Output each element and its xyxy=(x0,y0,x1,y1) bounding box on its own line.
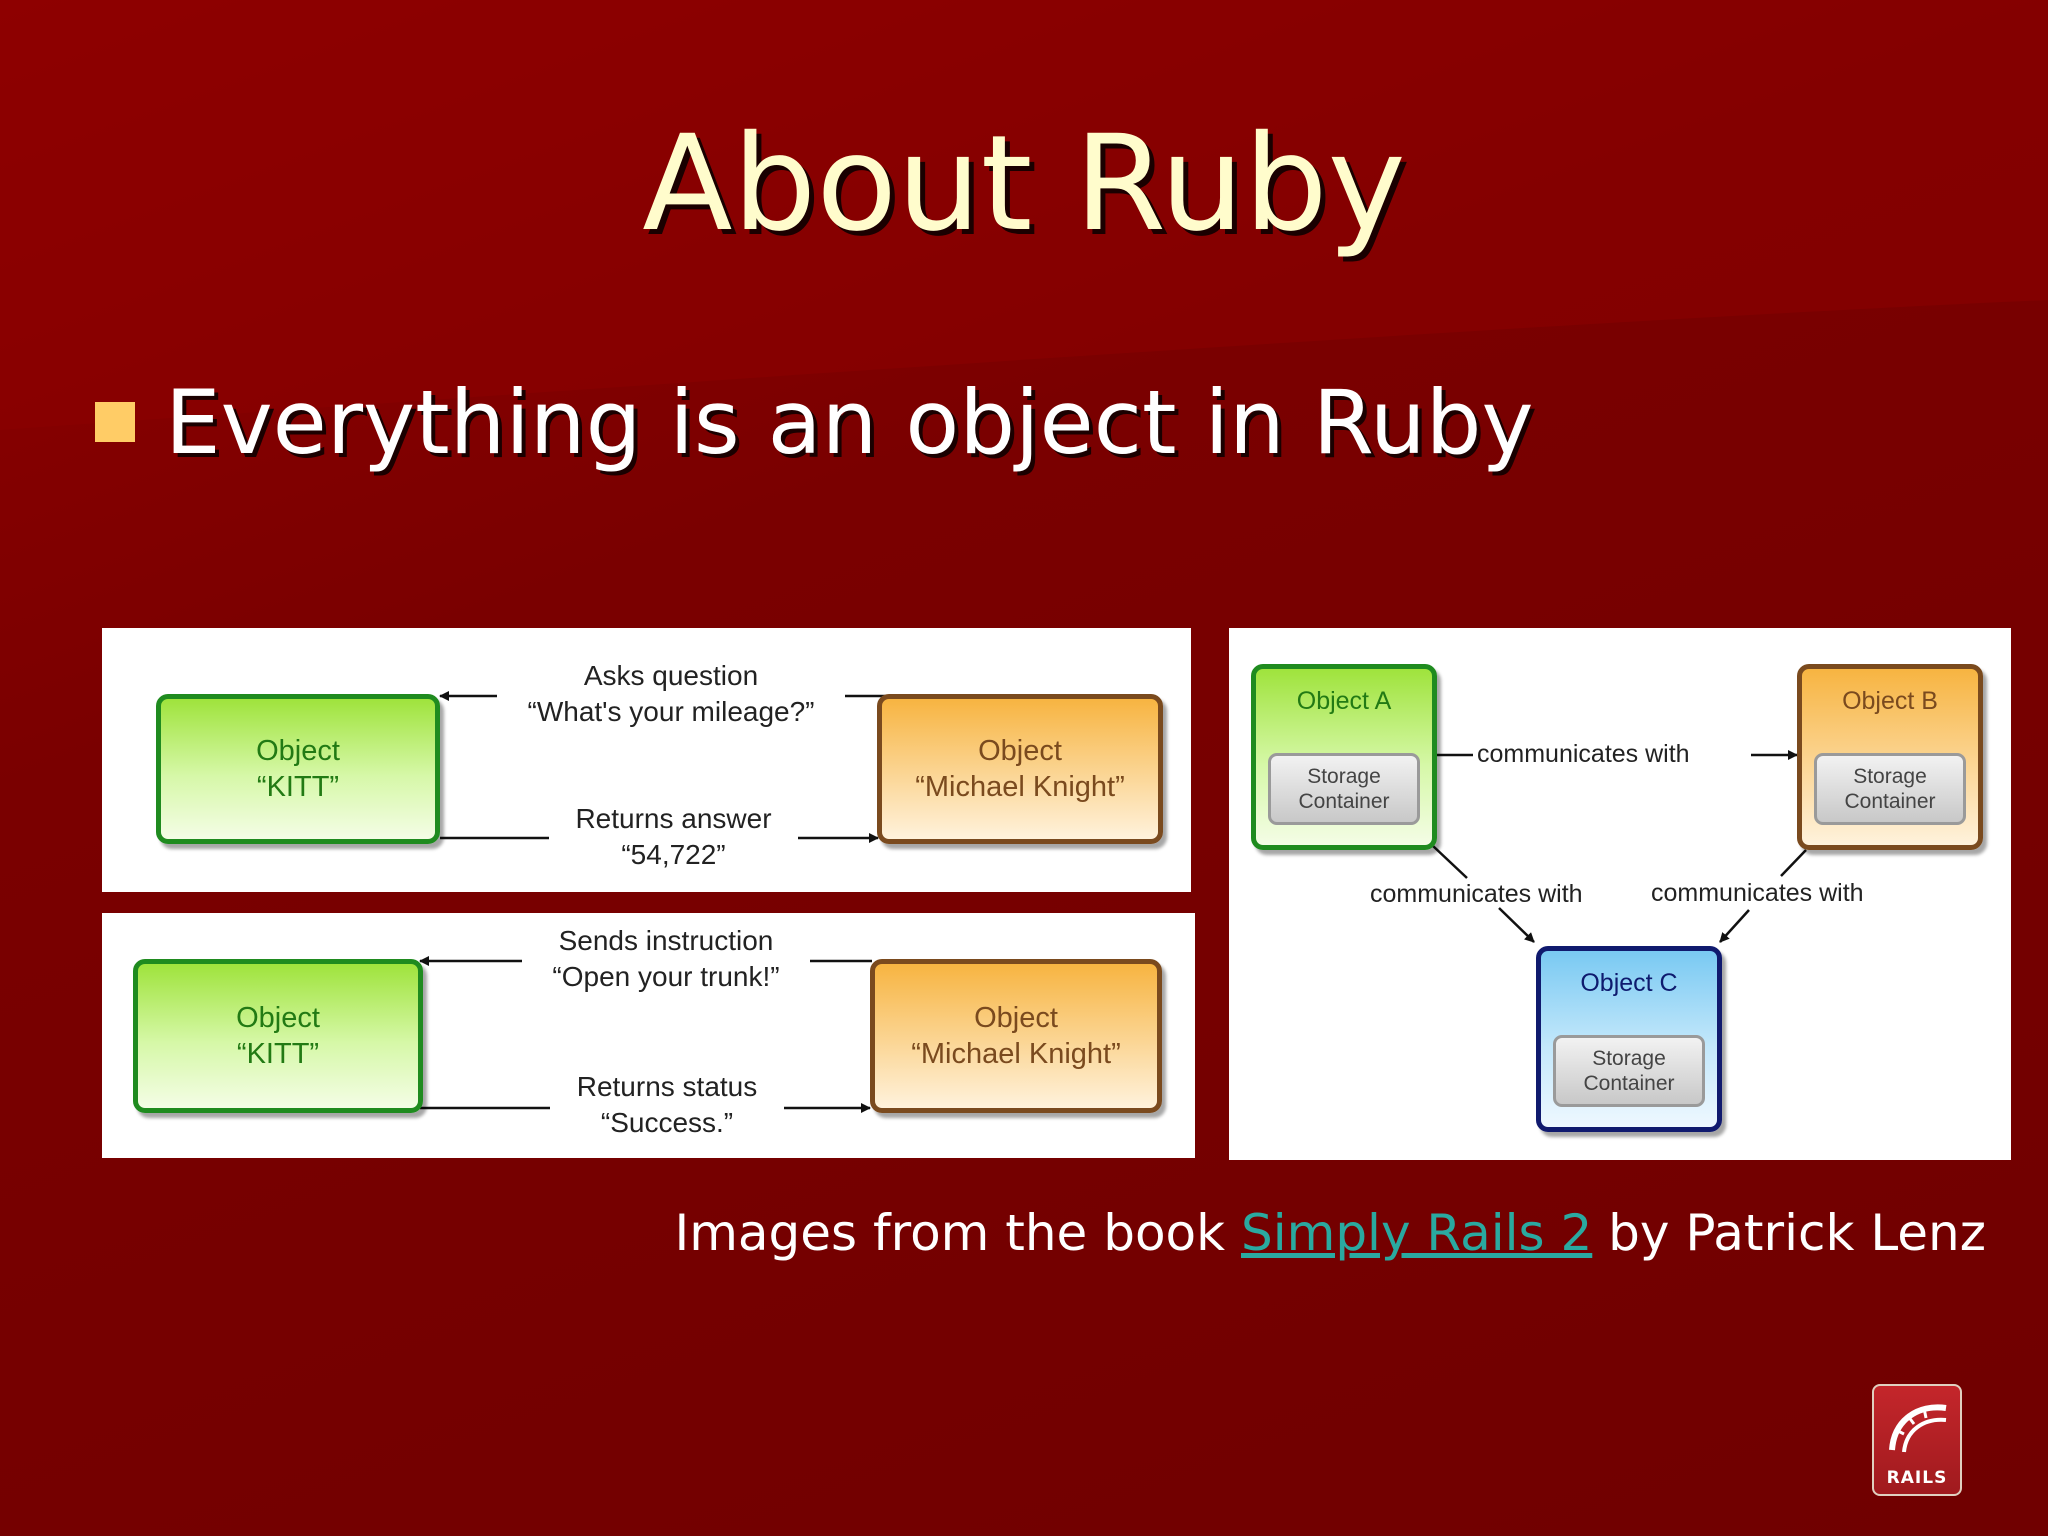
object-a-box: Object A Storage Container xyxy=(1251,664,1437,850)
asks-question-label: Asks question “What's your mileage?” xyxy=(497,658,845,730)
object-kitt-box-2: Object “KITT” xyxy=(133,959,423,1113)
rails-rail-icon xyxy=(1889,1404,1947,1453)
object-b-storage: Storage Container xyxy=(1814,753,1966,825)
object-c-storage-line1: Storage xyxy=(1592,1046,1666,1070)
object-kitt-2-line2: “KITT” xyxy=(236,1038,320,1070)
object-michael-knight-box: Object “Michael Knight” xyxy=(877,694,1163,844)
edge-bc-label: communicates with xyxy=(1651,879,1864,907)
object-c-storage-line2: Container xyxy=(1583,1072,1675,1095)
object-a-label: Object A xyxy=(1296,687,1392,715)
bullet-text: Everything is an object in Ruby xyxy=(165,371,1534,474)
object-kitt-2-line1: Object xyxy=(236,1001,320,1034)
diagram-ask-question: Object “KITT” Object “Michael Knight” As… xyxy=(102,628,1191,892)
diagram2-arrows xyxy=(419,956,872,1113)
object-c-box: Object C Storage Container xyxy=(1536,946,1722,1132)
returns-answer-line1: Returns answer xyxy=(575,803,772,834)
credit-prefix: Images from the book xyxy=(674,1204,1241,1262)
object-c-storage: Storage Container xyxy=(1553,1035,1705,1107)
sends-instruction-label: Sends instruction “Open your trunk!” xyxy=(522,923,810,995)
diagram1-arrows xyxy=(439,691,887,843)
object-b-label: Object B xyxy=(1842,687,1938,715)
rails-logo: RAILS xyxy=(1872,1384,1962,1496)
rails-logo-text: RAILS xyxy=(1886,1468,1948,1488)
edge-ac-label: communicates with xyxy=(1370,880,1583,908)
slide-title: About Ruby xyxy=(642,107,1406,261)
object-michael-line1: Object xyxy=(978,734,1062,767)
object-a-storage: Storage Container xyxy=(1268,753,1420,825)
image-credit: Images from the book Simply Rails 2 by P… xyxy=(674,1204,1986,1262)
object-michael-line2: “Michael Knight” xyxy=(915,771,1125,803)
returns-status-label: Returns status “Success.” xyxy=(550,1069,784,1141)
diagram-send-instruction: Object “KITT” Object “Michael Knight” Se… xyxy=(102,913,1195,1158)
edge-ab-label: communicates with xyxy=(1477,740,1690,768)
asks-question-line2: “What's your mileage?” xyxy=(527,695,815,727)
object-michael-2-line2: “Michael Knight” xyxy=(911,1038,1121,1070)
simply-rails-link[interactable]: Simply Rails 2 xyxy=(1240,1204,1593,1262)
returns-answer-label: Returns answer “54,722” xyxy=(549,801,798,873)
credit-suffix: by Patrick Lenz xyxy=(1592,1204,1986,1262)
object-b-storage-line1: Storage xyxy=(1853,764,1927,788)
returns-answer-line2: “54,722” xyxy=(621,838,726,870)
object-a-storage-line2: Container xyxy=(1298,790,1390,813)
object-kitt-line2: “KITT” xyxy=(256,771,340,803)
object-c-label: Object C xyxy=(1580,969,1678,997)
object-michael-knight-box-2: Object “Michael Knight” xyxy=(870,959,1162,1113)
object-kitt-box: Object “KITT” xyxy=(156,694,440,844)
returns-status-line2: “Success.” xyxy=(600,1106,734,1138)
sends-instruction-line2: “Open your trunk!” xyxy=(552,960,780,992)
object-kitt-line1: Object xyxy=(256,734,340,767)
object-b-storage-line2: Container xyxy=(1844,790,1936,813)
object-michael-2-line1: Object xyxy=(974,1001,1058,1034)
sends-instruction-line1: Sends instruction xyxy=(558,925,774,956)
returns-status-line1: Returns status xyxy=(576,1071,758,1102)
diagram3-arrows xyxy=(1432,750,1807,943)
diagram-communicates: Object A Storage Container Object B Stor… xyxy=(1229,628,2011,1160)
object-b-box: Object B Storage Container xyxy=(1797,664,1983,850)
asks-question-line1: Asks question xyxy=(583,660,759,691)
object-a-storage-line1: Storage xyxy=(1307,764,1381,788)
bullet-square xyxy=(95,402,135,442)
